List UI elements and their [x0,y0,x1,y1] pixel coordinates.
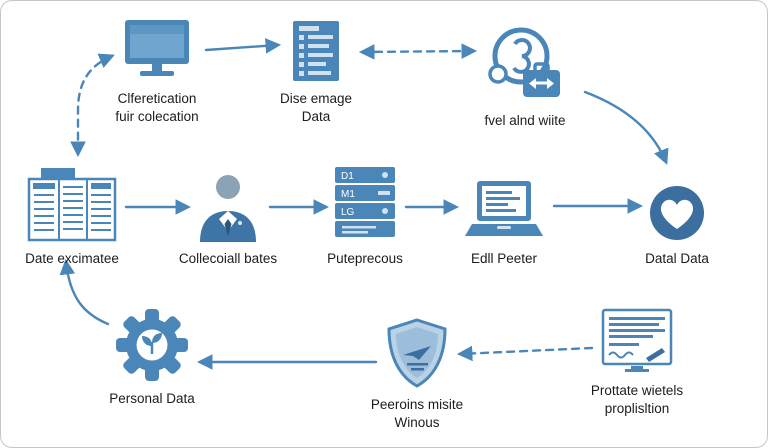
transfer-label-line1: fvel alnd wiite [484,113,566,128]
node-transfer: fvel alnd wiite [455,22,595,130]
shield-label: Peeroins misite Winous [371,396,463,432]
stack-label: Puteprecous [327,250,403,268]
heart-label-line1: Datal Data [645,251,709,266]
node-gear: Personal Data [82,308,222,408]
node-heart: Datal Data [612,170,742,268]
drive-label-2: M1 [341,189,355,200]
node-stack: D1 M1 LG Puteprecous [300,166,430,268]
monitor-label: Clferetication fuir colecation [115,90,198,126]
drive-label-1: D1 [341,171,354,182]
server-stack-icon: D1 M1 LG [335,167,395,237]
monitor-label-line1: Clferetication [117,91,197,106]
stack-label-line1: Puteprecous [327,251,403,266]
arrow-transfer-to-heart [583,90,669,165]
node-certificate: Prottate wietels proplisltion [562,292,712,418]
heart-circle-icon [650,186,704,240]
node-monitor: Clferetication fuir colecation [87,14,227,126]
laptop-icon [465,181,543,236]
cabinet-label-line1: Date excimatee [25,251,119,266]
monitor-label-line2: fuir colecation [115,108,199,124]
document-label-line2: Data [301,108,331,124]
laptop-label: Edll Peeter [471,250,537,268]
person-label-line1: Collecoiall bates [178,251,278,266]
server-cabinet-icon [27,168,117,242]
transfer-briefcase-icon [488,27,560,97]
person-label: Collecoiall bates [179,250,277,268]
node-person: Collecoiall bates [160,172,296,268]
transfer-label: fvel alnd wiite [484,112,565,130]
node-cabinet: Date excimatee [2,166,142,268]
shield-label-line2: Winous [394,414,440,430]
certificate-label-line1: Prottate wietels [590,383,684,398]
document-list-icon [293,21,339,81]
document-label: Dise emage Data [280,90,352,126]
certificate-label-line2: proplisltion [604,400,670,416]
gear-icon [116,309,188,381]
drive-label-3: LG [341,207,355,218]
gear-label: Personal Data [109,390,195,408]
gear-label-line1: Personal Data [109,391,195,406]
monitor-icon [125,20,189,76]
laptop-label-line1: Edll Peeter [470,251,538,266]
certificate-icon [601,308,673,372]
heart-label: Datal Data [645,250,709,268]
node-document: Dise emage Data [253,14,379,126]
node-shield: Peeroins misite Winous [342,318,492,432]
node-laptop: Edll Peeter [436,176,572,268]
document-label-line1: Dise emage [279,91,353,106]
certificate-label: Prottate wietels proplisltion [591,382,683,418]
shield-label-line1: Peeroins misite [370,397,464,412]
person-icon [200,175,256,242]
cabinet-label: Date excimatee [25,250,119,268]
shield-icon [387,318,447,388]
